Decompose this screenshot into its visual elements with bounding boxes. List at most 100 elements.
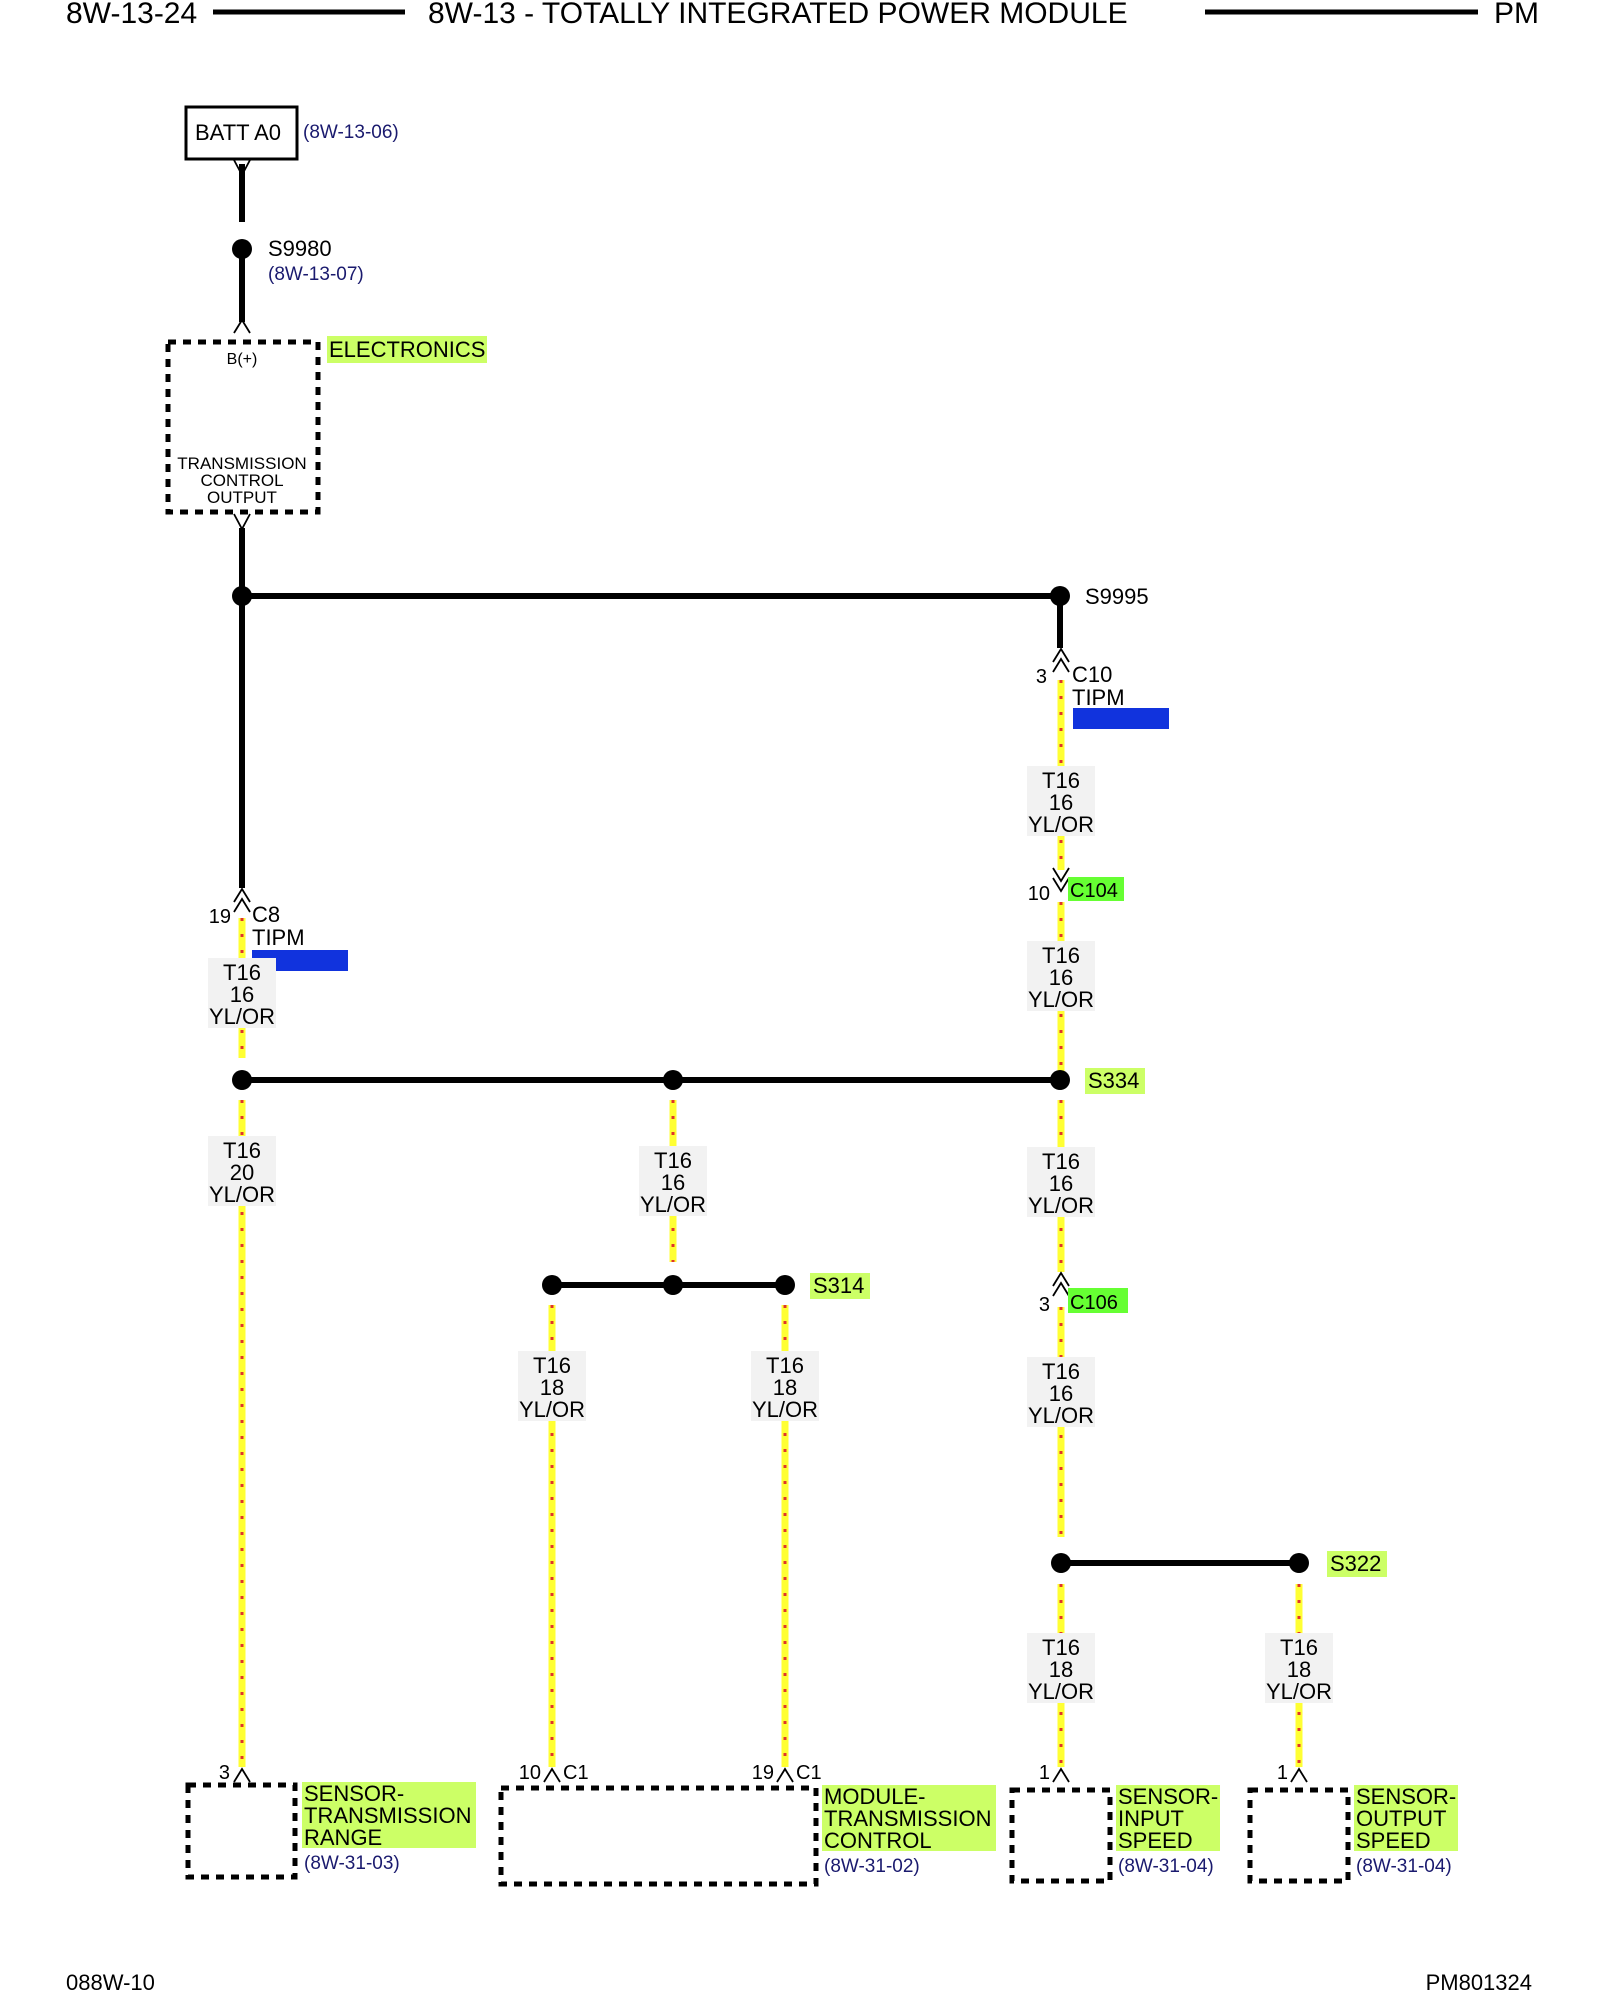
electronics-block: ELECTRONICS B(+) TRANSMISSION CONTROL OU… <box>165 336 487 515</box>
wire-gauge-label: 18 <box>1049 1657 1073 1682</box>
wire-label-background <box>1027 941 1095 1011</box>
electronics-dashed-box <box>165 339 321 515</box>
s334-label-highlight <box>1085 1068 1145 1094</box>
connector-c104: 10 C104 <box>1028 877 1124 905</box>
s9980-ref: (8W-13-07) <box>268 264 364 285</box>
c10-pin: 3 <box>1036 666 1047 688</box>
wire-color-label: YL/OR <box>1266 1679 1332 1704</box>
splice-s9995: S9995 <box>1085 584 1149 609</box>
wire-color-label: YL/OR <box>209 1004 275 1029</box>
splice-dot-s314-left <box>542 1275 562 1295</box>
s9995-label: S9995 <box>1085 584 1149 609</box>
batt-a0-ref: (8W-13-06) <box>303 122 399 143</box>
tcm-ref: (8W-31-02) <box>824 1856 920 1877</box>
input-sensor-line2: INPUT <box>1118 1806 1184 1831</box>
s322-label-highlight <box>1327 1551 1387 1577</box>
connector-chevrons <box>233 159 1308 1783</box>
c10-label: C10 <box>1072 662 1112 687</box>
splice-dot-s9995 <box>1050 586 1070 606</box>
s334-label: S334 <box>1088 1068 1139 1093</box>
splice-dots <box>232 239 1309 1573</box>
s322-label: S322 <box>1330 1551 1381 1576</box>
wire-color-label: YL/OR <box>1028 987 1094 1012</box>
chevron-electronics-in <box>233 318 251 334</box>
c104-label: C104 <box>1070 880 1118 902</box>
chevron-c106-b <box>1052 1281 1070 1297</box>
s314-label-highlight <box>810 1273 870 1299</box>
wire-gauge-label: 18 <box>540 1375 564 1400</box>
electronics-pin-in: B(+) <box>227 351 258 368</box>
tracer-wires <box>238 680 1303 1767</box>
wire-color-label: YL/OR <box>752 1397 818 1422</box>
splice-dot-s334-mid <box>663 1070 683 1090</box>
electronics-output-line2: CONTROL <box>200 471 283 490</box>
range-sensor-dashed-box <box>185 1782 298 1880</box>
wire-color-label: YL/OR <box>1028 1679 1094 1704</box>
splice-dot-s322-left <box>1051 1553 1071 1573</box>
splice-s314: S314 <box>810 1273 870 1299</box>
chevron-batt <box>233 159 251 177</box>
output-sensor-line3: SPEED <box>1356 1828 1431 1853</box>
s314-label: S314 <box>813 1273 864 1298</box>
range-sensor-line1: SENSOR- <box>304 1781 404 1806</box>
splice-dot-s322-right <box>1289 1553 1309 1573</box>
splice-s334: S334 <box>1085 1068 1145 1094</box>
chevron-c104-a <box>1052 867 1070 883</box>
chevron-c10-b <box>1052 657 1070 673</box>
wire-label-background <box>1265 1633 1333 1703</box>
electronics-output-line3: OUTPUT <box>207 488 277 507</box>
chevron-range-sensor <box>233 1767 251 1783</box>
wire-label-background <box>1027 1147 1095 1217</box>
tcm-pin-b: 19 <box>752 1762 774 1784</box>
input-sensor-ref: (8W-31-04) <box>1118 1856 1214 1877</box>
s9980-label: S9980 <box>268 236 332 261</box>
page-header: 8W-13-24 8W-13 - TOTALLY INTEGRATED POWE… <box>66 0 1539 30</box>
wire-gauge-label: 20 <box>230 1160 254 1185</box>
input-sensor-pin: 1 <box>1039 1762 1050 1784</box>
wire-gauge-label: 16 <box>1049 790 1073 815</box>
splice-buses <box>242 1077 1299 1566</box>
connector-c10: 3 C10 TIPM <box>1036 662 1169 729</box>
chevron-c10-a <box>1052 647 1070 663</box>
splice-dot-top-left <box>232 586 252 606</box>
wire-gauge-label: 16 <box>1049 1381 1073 1406</box>
tcm-pin-b-connector: C1 <box>796 1762 822 1784</box>
sensor-transmission-range: 3 SENSOR- TRANSMISSION RANGE (8W-31-03) <box>185 1762 476 1880</box>
chevron-c106-a <box>1052 1271 1070 1287</box>
tcm-label-highlight <box>822 1785 996 1851</box>
wire-circuit-label: T16 <box>1042 1635 1080 1660</box>
wire-color-label: YL/OR <box>1028 1403 1094 1428</box>
range-sensor-line3: RANGE <box>304 1825 382 1850</box>
feed-wires <box>239 164 1063 888</box>
tcm-line3: CONTROL <box>824 1828 932 1853</box>
wire-label-background <box>208 1136 276 1206</box>
c104-pin: 10 <box>1028 883 1050 905</box>
c8-module: TIPM <box>252 925 305 950</box>
chevron-output-sensor <box>1290 1767 1308 1783</box>
wire-label-background <box>518 1351 586 1421</box>
splice-dot-s314-mid <box>663 1275 683 1295</box>
c106-label-highlight <box>1068 1288 1128 1313</box>
range-sensor-pin: 3 <box>219 1762 230 1784</box>
footer-left-code: 088W-10 <box>66 1970 155 1995</box>
wire-gauge-label: 16 <box>1049 965 1073 990</box>
module-transmission-control: 10 C1 19 C1 MODULE- TRANSMISSION CONTROL… <box>498 1762 996 1887</box>
wire-label-background <box>208 958 276 1028</box>
wire-color-label: YL/OR <box>640 1192 706 1217</box>
wire-gauge-label: 18 <box>1287 1657 1311 1682</box>
wire-label-background <box>1027 1357 1095 1427</box>
wire-circuit-label: T16 <box>766 1353 804 1378</box>
output-sensor-dashed-box <box>1247 1787 1351 1884</box>
splice-dot-s334-right <box>1050 1070 1070 1090</box>
output-sensor-label-highlight <box>1354 1785 1458 1851</box>
wire-circuit-label: T16 <box>1042 1149 1080 1174</box>
chevron-electronics-out <box>233 513 251 531</box>
wire-circuit-label: T16 <box>1042 943 1080 968</box>
